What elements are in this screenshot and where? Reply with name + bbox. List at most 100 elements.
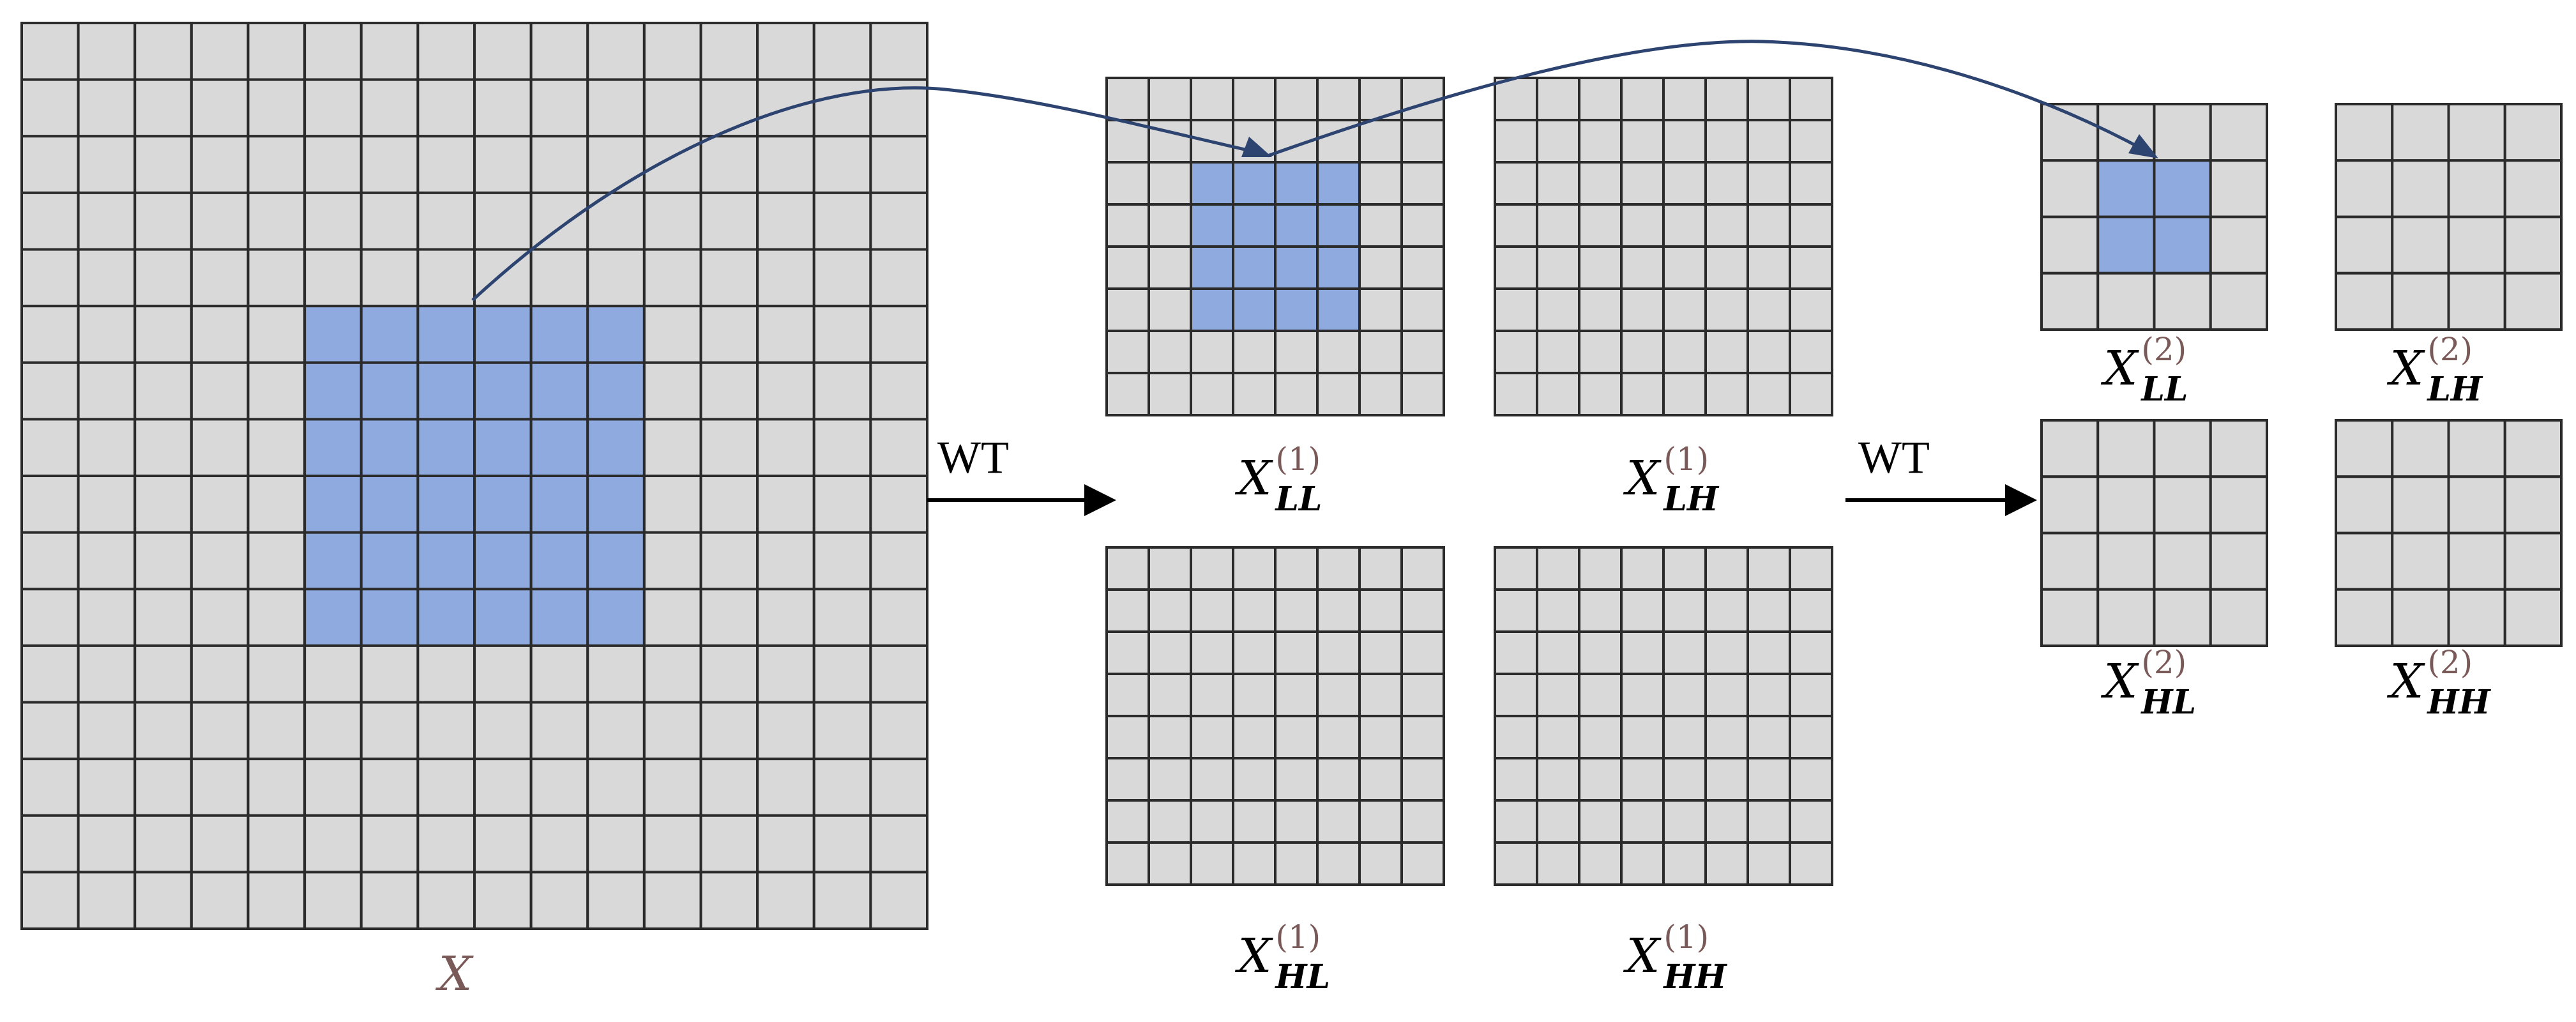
grid-cell [586,758,646,817]
highlight-cell [416,588,476,647]
highlight-cell [1232,287,1277,332]
grid-cell [77,871,137,930]
grid-cell [812,475,872,534]
grid-cell [77,191,137,251]
subband-grid-lh1 [1494,77,1833,416]
grid-cell [20,361,80,421]
grid-cell [812,248,872,308]
grid-cell [2503,588,2563,647]
grid-cell [190,248,250,308]
label-hh2-base: X [2390,654,2424,709]
grid-cell [133,78,193,138]
grid-cell [360,871,420,930]
grid-cell [1358,673,1403,717]
grid-cell [642,814,702,874]
grid-cell [2209,215,2268,275]
grid-cell [2040,588,2100,647]
grid-cell [1400,630,1445,675]
grid-cell [1536,372,1580,416]
grid-cell [133,531,193,591]
grid-cell [1789,203,1833,248]
grid-cell [1400,372,1445,416]
grid-cell [473,871,533,930]
grid-cell [2209,531,2268,591]
grid-cell [529,22,589,81]
grid-cell [812,644,872,704]
grid-cell [642,361,702,421]
grid-cell [133,475,193,534]
grid-cell [2040,215,2100,275]
grid-cell [1105,673,1150,717]
grid-cell [1358,799,1403,844]
highlight-cell [586,305,646,364]
label-ll1-base: X [1238,451,1272,506]
grid-cell [2503,215,2563,275]
label-lh2: X (2) LH [2390,333,2482,406]
label-hl2-sup: (2) [2141,644,2187,681]
highlight-cell [416,305,476,364]
grid-cell [869,871,928,930]
grid-cell [2209,588,2268,647]
subband-grid-ll1 [1105,77,1445,416]
grid-cell [586,644,646,704]
grid-cell [2209,475,2268,535]
highlight-cell [303,475,363,534]
grid-cell [869,475,928,534]
grid-cell [2447,159,2506,218]
grid-cell [1358,287,1403,332]
grid-cell [133,758,193,817]
highlight-cell [416,418,476,477]
grid-cell [2153,588,2212,647]
grid-cell [529,758,589,817]
highlight-cell [303,361,363,421]
grid-cell [1662,119,1707,164]
grid-cell [1746,673,1791,717]
grid-cell [756,418,815,477]
label-ll1-sub: LL [1275,480,1322,519]
grid-cell [1316,799,1361,844]
grid-cell [1105,799,1150,844]
grid-cell [1704,630,1749,675]
grid-cell [1536,630,1580,675]
grid-cell [1400,588,1445,633]
grid-cell [1148,715,1192,759]
label-lh2-sup: (2) [2427,331,2473,368]
grid-cell [756,475,815,534]
grid-cell [1578,630,1623,675]
highlight-cell [1190,287,1234,332]
grid-cell [1704,372,1749,416]
grid-cell [1232,588,1277,633]
subband-grid-hl1 [1105,546,1445,886]
grid-cell [77,305,137,364]
grid-cell [529,701,589,761]
label-input-x: X [439,950,473,998]
grid-cell [1578,77,1623,121]
grid-cell [1358,841,1403,886]
grid-cell [529,248,589,308]
label-ll1-sup: (1) [1275,441,1321,478]
grid-cell [473,758,533,817]
grid-cell [1232,757,1277,802]
grid-cell [2503,271,2563,331]
grid-cell [1316,630,1361,675]
grid-cell [1232,372,1277,416]
grid-cell [1578,588,1623,633]
grid-cell [190,475,250,534]
highlight-cell [360,361,420,421]
grid-cell [1105,630,1150,675]
label-hh1-sup: (1) [1663,919,1709,956]
grid-cell [133,418,193,477]
grid-cell [2209,419,2268,478]
grid-cell [586,78,646,138]
grid-cell [190,418,250,477]
grid-cell [1105,841,1150,886]
grid-cell [642,871,702,930]
subband-grid-lh2 [2335,103,2563,331]
grid-cell [869,191,928,251]
grid-cell [246,135,307,194]
label-ll1: X (1) LL [1238,443,1330,516]
grid-cell [2153,531,2212,591]
grid-cell [1704,77,1749,121]
highlight-cell [2096,159,2156,218]
grid-cell [699,644,759,704]
